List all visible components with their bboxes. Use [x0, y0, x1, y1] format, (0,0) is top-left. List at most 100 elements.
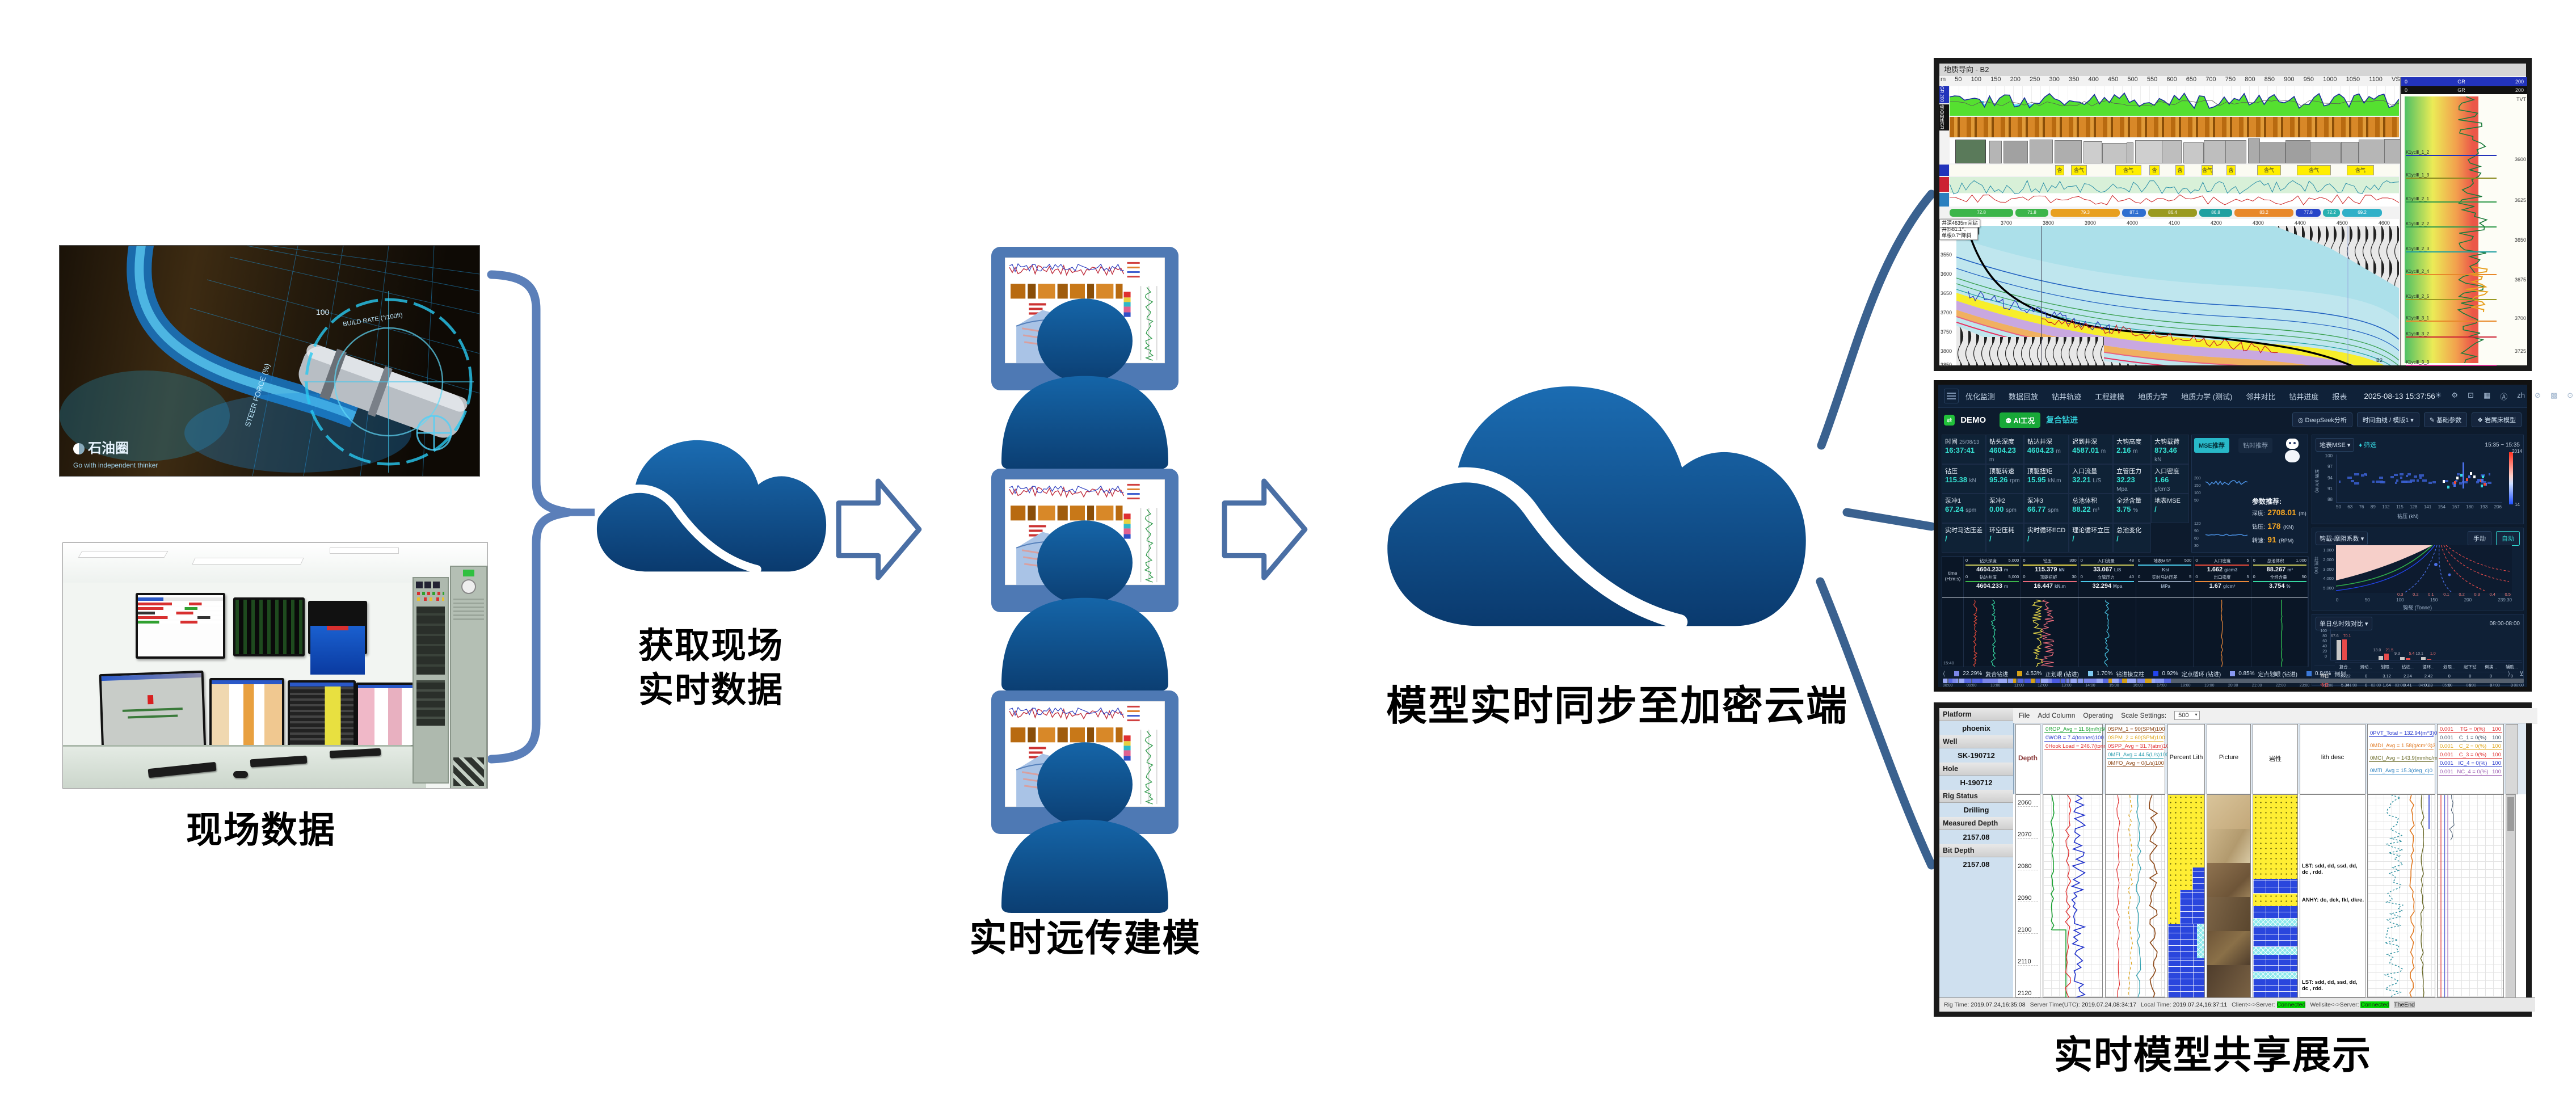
- ruler-tick: 50: [1955, 76, 1962, 83]
- nav-tab[interactable]: 地质力学: [2138, 392, 2168, 401]
- sidebar-value: Drilling: [1963, 806, 1989, 814]
- monitor-user-icon: [991, 469, 1178, 687]
- nav-tab[interactable]: 地质力学 (测试): [2181, 392, 2233, 401]
- screenshot-dashboard: 优化监测数据回放钻井轨迹工程建模地质力学地质力学 (测试)邻井对比钻井进度报表 …: [1934, 380, 2573, 692]
- param-cell: 大钩高度 2.16 m: [2113, 435, 2152, 464]
- nav-icon[interactable]: ⊡: [2468, 390, 2474, 399]
- nav-icon[interactable]: ▦: [2483, 390, 2491, 399]
- nav-tab[interactable]: 工程建模: [2095, 392, 2125, 401]
- y-tick: 4,000: [2323, 576, 2334, 582]
- legend-item: 4.53%正划眼 (钻进): [2017, 669, 2079, 678]
- param-cell: 钻头深度 4604.23 m: [1986, 435, 2024, 464]
- nav-icon[interactable]: ▩: [2550, 390, 2558, 399]
- recommend-title: 参数推荐:: [2252, 498, 2282, 506]
- nav-icon[interactable]: Ⓐ: [2500, 392, 2508, 401]
- bar-today: [2426, 659, 2431, 660]
- menu-item[interactable]: File: [2019, 711, 2030, 719]
- monitor: [288, 680, 356, 748]
- nav-tab[interactable]: 钻井进度: [2289, 392, 2319, 401]
- nav-icon[interactable]: ☀: [2435, 390, 2442, 399]
- lith-desc-text: LST: sdd, dd, ssd, dd, dc , rdd.: [2302, 863, 2358, 875]
- manual-button[interactable]: 手动: [2468, 531, 2491, 546]
- segment: 87.1: [2122, 209, 2146, 217]
- nav-tab[interactable]: 报表: [2332, 392, 2347, 401]
- scale-select[interactable]: 500▾: [2174, 711, 2200, 720]
- nav-icon[interactable]: ⚙: [2451, 390, 2459, 399]
- prev-icon[interactable]: ⟨: [1943, 671, 1946, 677]
- tab-mse[interactable]: MSE推荐: [2194, 438, 2229, 453]
- menu-icon[interactable]: [1944, 389, 1959, 403]
- gas-label: 含气: [2347, 165, 2374, 175]
- nav-icon[interactable]: zh: [2517, 390, 2526, 399]
- nav-tab[interactable]: 数据回放: [2009, 392, 2039, 401]
- track-underline: [2023, 581, 2077, 582]
- curves-track: [1949, 177, 2400, 207]
- scrollbar[interactable]: [2506, 794, 2516, 999]
- segment: 77.8: [2296, 209, 2321, 217]
- ruler-tick: 850: [2264, 76, 2275, 83]
- toolbar-button[interactable]: 时间曲线 / 模版1 ▾: [2356, 412, 2419, 427]
- bar-yesterday: [2400, 657, 2405, 660]
- param-cell: 泵冲1 67.24 spm: [1942, 494, 1986, 523]
- param-cell: 入口流量 32.21 L/S: [2069, 464, 2114, 494]
- segment: 79.3: [2051, 209, 2120, 217]
- connector-bottom: [1816, 577, 1936, 870]
- download-icon[interactable]: ⊻: [2519, 671, 2524, 677]
- field-photo-control-room: [62, 542, 488, 789]
- x-tick: 200: [2464, 597, 2472, 603]
- gr-heat-fill: [2405, 96, 2478, 363]
- x-axis-label: 钻压 (kN): [2397, 513, 2419, 519]
- hookload-select[interactable]: 钩载-摩阻系数 ▾: [2316, 532, 2368, 545]
- ruler-tick: 1100: [2369, 76, 2383, 83]
- x-tick: 102: [2382, 504, 2390, 509]
- value-cursor-line: [1942, 597, 2308, 598]
- curve-track-tab-blue: [1939, 193, 1949, 207]
- track-underline: [2080, 581, 2134, 582]
- y-tick: 97: [2327, 464, 2333, 470]
- monitor: [233, 597, 305, 656]
- md-tick: 4400: [2294, 220, 2306, 226]
- segment: 72.8: [1950, 209, 2013, 217]
- status-value: 2019.07.24,16:37:11: [2173, 1001, 2228, 1008]
- menu-item[interactable]: Scale Settings:: [2121, 711, 2167, 719]
- track-underline: [1965, 581, 2019, 582]
- filter-button[interactable]: ♦ 筛选: [2359, 442, 2377, 449]
- ruler-tick: 800: [2245, 76, 2255, 83]
- gas-label: 含气: [2226, 165, 2236, 175]
- depth-tick: 2060: [2018, 799, 2038, 807]
- nav-icon[interactable]: ⊘: [2535, 390, 2541, 399]
- gas-label: 含气: [2257, 165, 2281, 175]
- depth-tick: 2110: [2018, 958, 2038, 966]
- param-cell: 总池变化 /: [2113, 523, 2152, 553]
- nav-tab[interactable]: 钻井轨迹: [2052, 392, 2082, 401]
- ruler-tick: 300: [2049, 76, 2060, 83]
- nav-tab[interactable]: 邻井对比: [2246, 392, 2276, 401]
- toolbar-button[interactable]: ✎ 基础参数: [2423, 412, 2468, 427]
- menu-item[interactable]: Add Column: [2038, 711, 2076, 719]
- ai-mode-button[interactable]: ⚉ AI工况: [2000, 412, 2040, 428]
- segment: 72.2: [2323, 209, 2340, 217]
- toolbar-button[interactable]: ◎ DeepSeek分析: [2292, 412, 2352, 427]
- svg-text:100: 100: [2194, 491, 2201, 495]
- hour-tick: 23:00: [2299, 684, 2310, 688]
- status-key: Rig Time:: [1944, 1001, 1969, 1008]
- efficiency-select[interactable]: 单日总时效对比 ▾: [2316, 617, 2372, 630]
- status-key: Server Time(UTC):: [2030, 1001, 2080, 1008]
- mse-select[interactable]: 地表MSE ▾: [2316, 438, 2355, 452]
- gas-row: 含气含气含气含气含气含气含气含气含气含气: [1950, 165, 2399, 176]
- nav-tab[interactable]: 优化监测: [1965, 392, 1996, 401]
- y-tick: 20: [2322, 650, 2327, 654]
- menu-item[interactable]: Operating: [2083, 711, 2114, 719]
- toolbar-button[interactable]: ❖ 岩屑床模型: [2472, 412, 2522, 427]
- panel-gr-header: GR: [2457, 79, 2465, 85]
- nav-icon[interactable]: ⊙: [2567, 390, 2574, 399]
- tab-drilltime[interactable]: 钻时推荐: [2238, 438, 2272, 453]
- tvd-tick: 3550: [1941, 252, 1952, 258]
- hour-tick: 10:00: [1990, 684, 2001, 688]
- auto-button[interactable]: 自动: [2496, 531, 2520, 546]
- hour-tick: 11:00: [2014, 684, 2024, 688]
- activity-timeline[interactable]: [1943, 679, 2524, 683]
- next-icon[interactable]: ⟩: [2507, 671, 2510, 677]
